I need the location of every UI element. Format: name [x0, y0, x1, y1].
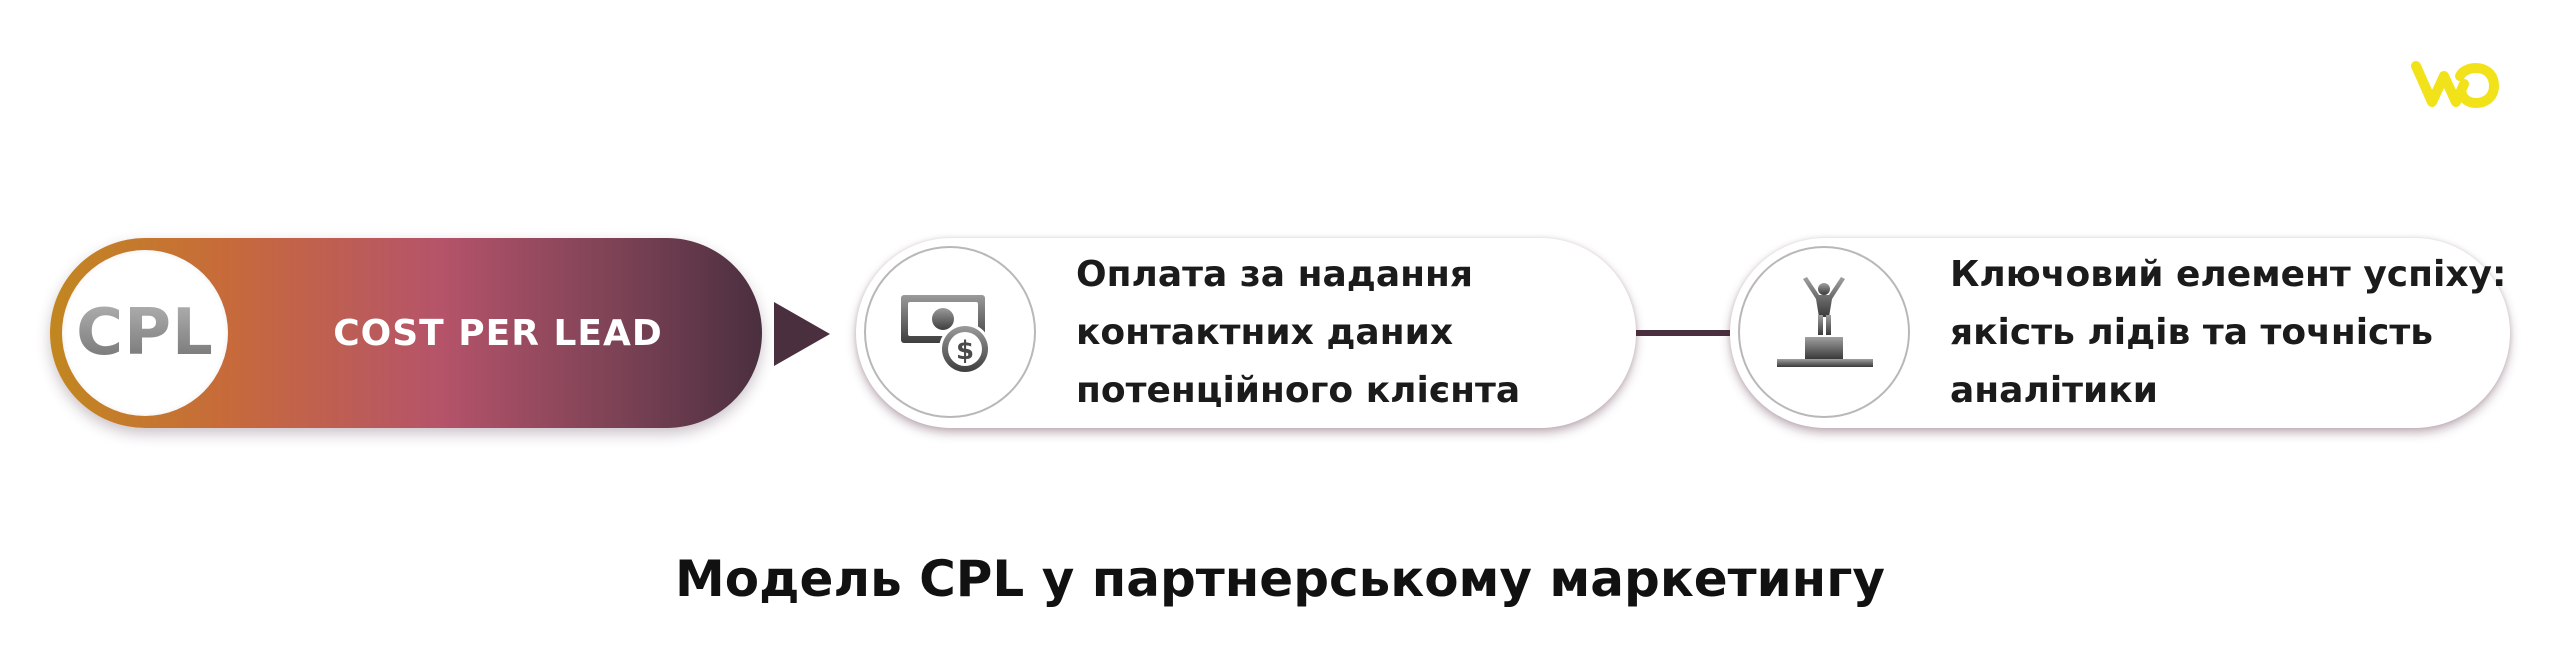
svg-text:$: $ — [956, 336, 974, 366]
icon-circle: $ — [864, 246, 1036, 418]
text-line: потенційного клієнта — [1076, 370, 1521, 411]
text-line: аналітики — [1950, 370, 2158, 411]
arrow-right-icon — [774, 302, 830, 366]
cpl-pill: CPL COST PER LEAD — [50, 238, 762, 428]
text-line: контактних даних — [1076, 312, 1454, 353]
page-title: Модель CPL у партнерському маркетингу — [675, 550, 1885, 608]
step-payment-text: Оплата за надання контактних даних потен… — [1076, 238, 1520, 428]
brand-logo — [2410, 56, 2500, 116]
icon-circle — [1738, 246, 1910, 418]
cpl-badge-text: CPL — [76, 296, 214, 370]
step-success-text: Ключовий елемент успіху: якість лідів та… — [1950, 238, 2506, 428]
connector-line — [1636, 330, 1730, 336]
text-line: Оплата за надання — [1076, 254, 1473, 295]
step-success: Ключовий елемент успіху: якість лідів та… — [1730, 238, 2510, 428]
cpl-label: COST PER LEAD — [333, 312, 663, 354]
text-line: Ключовий елемент успіху: — [1950, 254, 2507, 295]
podium-winner-icon — [1769, 275, 1879, 389]
step-payment: $ Оплата за надання контактних даних пот… — [856, 238, 1636, 428]
cpl-badge: CPL — [62, 250, 228, 416]
text-line: якість лідів та точність — [1950, 312, 2434, 353]
money-icon: $ — [895, 275, 1005, 389]
